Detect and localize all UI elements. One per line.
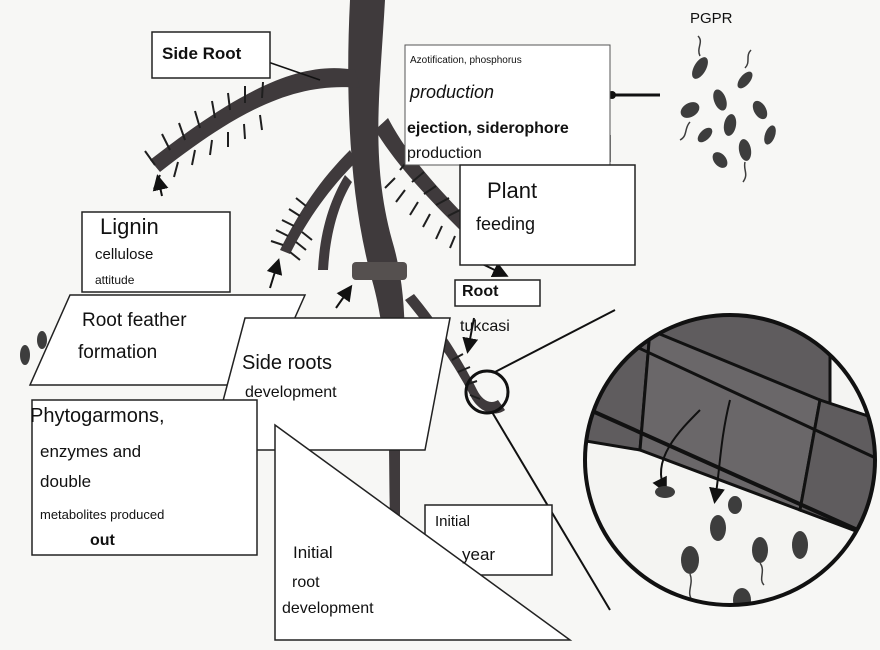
root-tukcasi-line1: Root [462,283,498,301]
lignin-line3: attitude [95,274,134,288]
lignin-line1: Lignin [100,214,159,239]
initial-root-line3: development [282,600,374,618]
plant-feeding-line2: feeding [476,214,535,235]
side-root-left [150,68,360,172]
side-root-label: Side Root [162,44,241,64]
root-node [352,262,407,280]
side-roots-line2: development [245,384,337,402]
bacteria-cluster-icon [678,55,778,171]
side-roots-line1: Side roots [242,352,332,375]
arrow-root-feather [270,262,278,288]
initial-year-line2: year [462,545,495,565]
lignin-line2: cellulose [95,246,153,263]
pgpr-function-line3: ejection, siderophore [407,120,569,138]
phytogarmons-line4: metabolites produced [40,508,164,523]
root-feather-line1: Root feather [82,310,187,332]
initial-year-line1: Initial [435,513,470,530]
side-root-small-1 [280,150,356,254]
root-cells-magnified-icon [580,290,880,620]
phytogarmons-line3: double [40,472,91,492]
phytogarmons-line2: enzymes and [40,442,141,462]
pgpr-label: PGPR [690,10,733,27]
arrow-lignin [158,178,162,196]
initial-root-line1: Initial [293,543,333,563]
pgpr-function-line4: production [407,145,482,163]
pgpr-function-line2: production [410,82,494,103]
pgpr-function-line1: Azotification, phosphorus [410,55,522,67]
root-tukcasi-line2: tukcasi [460,318,510,336]
phytogarmons-line5: out [90,532,115,550]
initial-root-line2: root [292,574,320,592]
arrow-side-roots [336,288,350,308]
phytogarmons-line1: Phytogarmons, [30,405,165,428]
root-feather-line2: formation [78,342,157,364]
plant-feeding-line1: Plant [487,178,537,203]
